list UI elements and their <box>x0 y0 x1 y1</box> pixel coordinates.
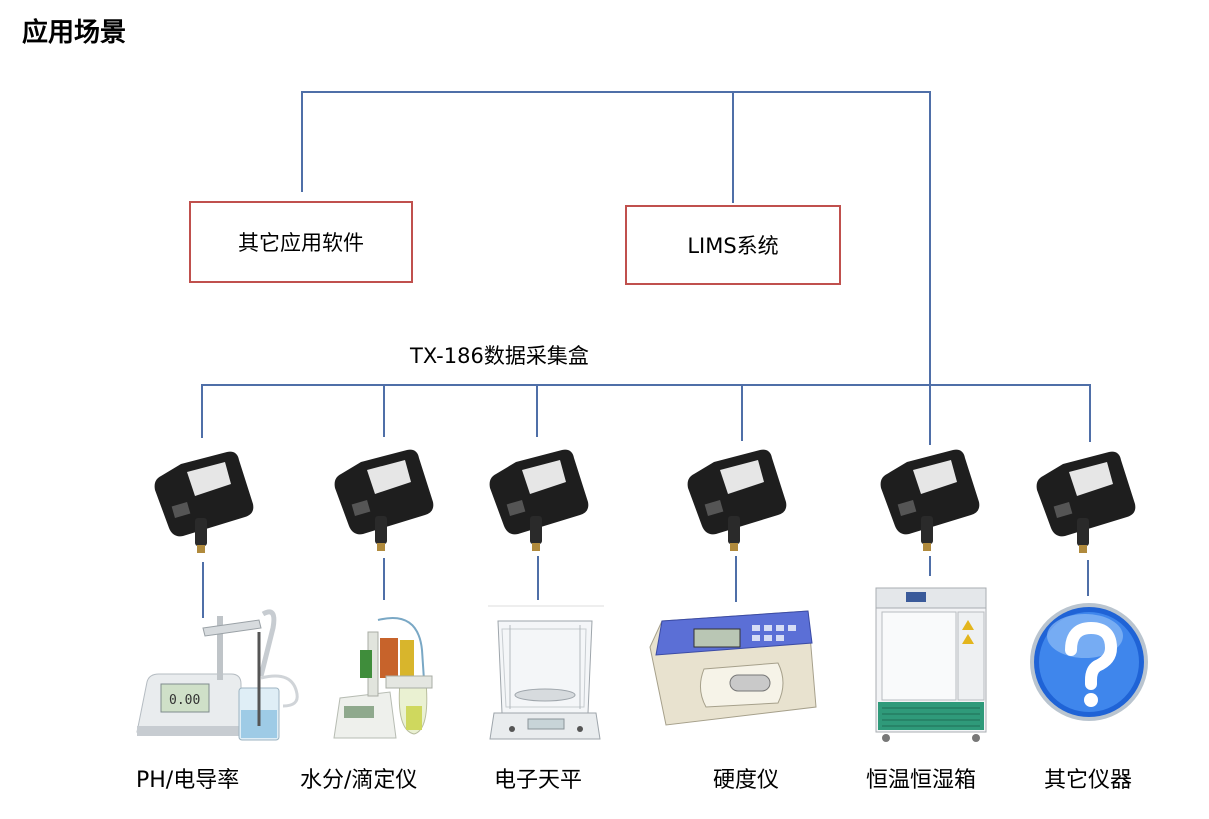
instrument-label-incubator: 恒温恒湿箱 <box>866 768 977 793</box>
instrument-label-hardness: 硬度仪 <box>713 768 780 793</box>
other-software-box: 其它应用软件 <box>189 201 413 283</box>
titrator-icon <box>333 617 433 739</box>
instrument-label-other: 其它仪器 <box>1044 768 1133 793</box>
bus-wire <box>201 384 1091 442</box>
data-collector-device <box>1036 451 1136 553</box>
incubator-icon <box>875 587 987 742</box>
hardness-tester-icon <box>649 610 817 726</box>
data-collector-device <box>687 449 787 551</box>
instrument-label-balance: 电子天平 <box>494 768 583 793</box>
svg-text:0.00: 0.00 <box>169 693 200 708</box>
page-title: 应用场景 <box>22 18 127 48</box>
instrument-label-ph: PH/电导率 <box>136 768 240 793</box>
balance-icon <box>488 605 604 740</box>
ph-meter-icon: 0.00 <box>136 609 299 741</box>
lims-system-box: LIMS系统 <box>625 205 841 285</box>
question-mark-icon <box>1030 603 1148 721</box>
data-collector-device <box>154 451 254 553</box>
top-trunk-wire <box>301 91 931 445</box>
lims-system-label: LIMS系统 <box>687 234 779 258</box>
data-collector-device <box>489 449 589 551</box>
data-collector-device <box>880 449 980 551</box>
instrument-label-titrator: 水分/滴定仪 <box>300 768 418 793</box>
other-software-label: 其它应用软件 <box>238 231 364 255</box>
collector-box-label: TX-186数据采集盒 <box>410 344 589 368</box>
data-collector-device <box>334 449 434 551</box>
